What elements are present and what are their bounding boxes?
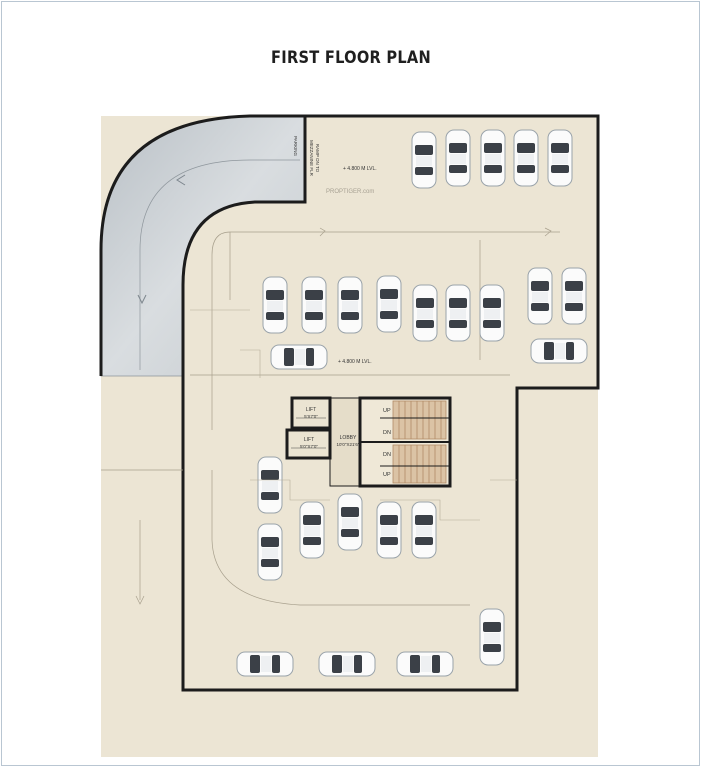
ramp-label-3: PARKING	[293, 136, 298, 156]
stair-label-2: DN	[383, 430, 391, 436]
lift-1-size: 5'X7'0"	[304, 414, 318, 419]
lift-2-label: LIFT	[304, 437, 314, 443]
lobby-size: 10'0"X21'6"	[337, 442, 360, 447]
watermark: PROPTIGER.com	[326, 189, 374, 195]
ramp-arrow-icon	[176, 174, 186, 186]
car	[412, 284, 438, 342]
outer-wall	[99, 114, 305, 376]
car	[337, 276, 363, 334]
stair-label-4: UP	[383, 472, 391, 478]
stair-label-1: UP	[383, 408, 391, 414]
car	[376, 275, 402, 333]
car	[479, 284, 505, 342]
core	[285, 396, 452, 488]
car	[376, 501, 402, 559]
car	[262, 276, 288, 334]
car	[270, 344, 328, 370]
car	[561, 267, 587, 325]
car	[411, 131, 437, 189]
page-title: FIRST FLOOR PLAN	[271, 48, 431, 68]
ramp-arrow-icon	[137, 294, 147, 305]
car	[530, 338, 588, 364]
ramp-label-1: RAMP ON TO	[315, 144, 320, 173]
lift-2	[285, 428, 332, 460]
car	[236, 651, 294, 677]
stair-treads	[392, 400, 447, 484]
car	[547, 129, 573, 187]
lift-2-size: 5'0"X7'0"	[300, 444, 318, 449]
lobby	[329, 397, 361, 487]
car	[513, 129, 539, 187]
ramp-label-2: MEZZANINE FLR	[309, 140, 314, 177]
car	[396, 651, 454, 677]
building-outline	[181, 114, 600, 692]
car	[257, 456, 283, 514]
car	[527, 267, 553, 325]
car	[479, 608, 505, 666]
car	[337, 493, 363, 551]
parking-bay-lines	[190, 309, 517, 521]
car	[411, 501, 437, 559]
car	[445, 129, 471, 187]
lobby-label: LOBBY	[340, 435, 357, 441]
car	[301, 276, 327, 334]
car	[299, 501, 325, 559]
level-label-upper: + 4.800 M LVL.	[343, 166, 377, 172]
level-label-lower: + 4.800 M LVL.	[338, 359, 372, 365]
car	[445, 284, 471, 342]
ramp-guide-line	[139, 159, 300, 370]
car	[257, 523, 283, 581]
stair-label-3: DN	[383, 452, 391, 458]
car	[480, 129, 506, 187]
car	[318, 651, 376, 677]
lift-1-label: LIFT	[306, 407, 316, 413]
lift-1	[290, 396, 332, 430]
